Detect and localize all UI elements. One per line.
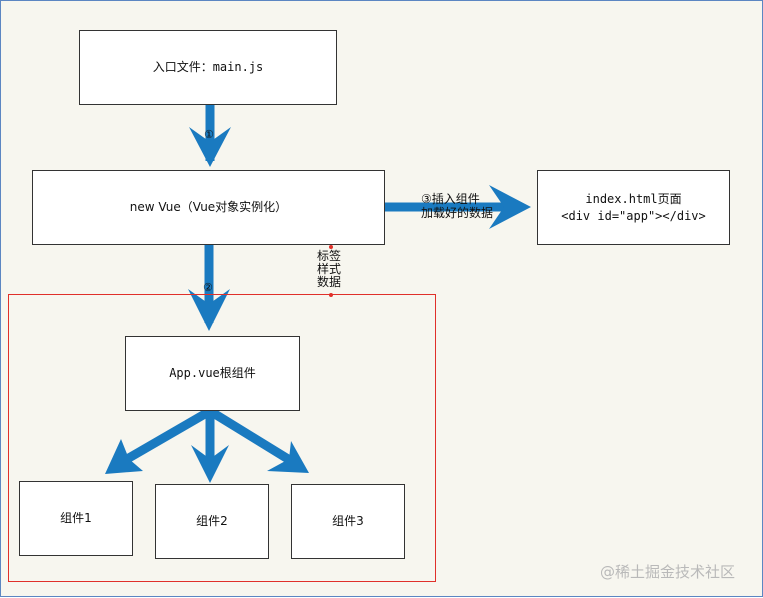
step3-line1: 插入组件 xyxy=(431,192,480,206)
component1-box: 组件1 xyxy=(19,481,133,556)
app-vue-box: App.vue根组件 xyxy=(125,336,300,411)
step3-line2: 加载好的数据 xyxy=(421,206,494,221)
index-html-box: index.html页面 <div id="app"></div> xyxy=(537,170,730,245)
index-html-line1: index.html页面 xyxy=(585,192,682,207)
step3-label: ③插入组件 加载好的数据 xyxy=(421,192,493,221)
step2-marker: ② xyxy=(203,281,213,294)
arrow-vue-to-app-head xyxy=(188,289,230,331)
step1-marker: ① xyxy=(204,128,214,141)
arrow-main-to-vue-head xyxy=(189,127,231,167)
entry-file-box: 入口文件：main.js xyxy=(79,30,337,105)
arrow-app-to-c2-head xyxy=(191,445,229,483)
connector-dot-top xyxy=(329,245,333,249)
component2-box: 组件2 xyxy=(155,484,269,559)
component-frame xyxy=(8,294,436,582)
index-html-line2: <div id="app"></div> xyxy=(561,208,706,223)
watermark: @稀土掘金技术社区 xyxy=(600,563,736,581)
side-label: 标签样式数据 xyxy=(316,249,341,289)
new-vue-box: new Vue（Vue对象实例化） xyxy=(32,170,385,245)
step3-marker: ③ xyxy=(421,192,432,206)
component3-box: 组件3 xyxy=(291,484,405,559)
arrow-app-to-c3-head xyxy=(267,441,309,473)
arrow-app-to-c1-head xyxy=(105,439,143,474)
arrow-app-to-c3 xyxy=(207,407,304,471)
arrow-app-to-c1 xyxy=(112,407,213,470)
arrow-vue-to-index-head xyxy=(489,185,531,229)
